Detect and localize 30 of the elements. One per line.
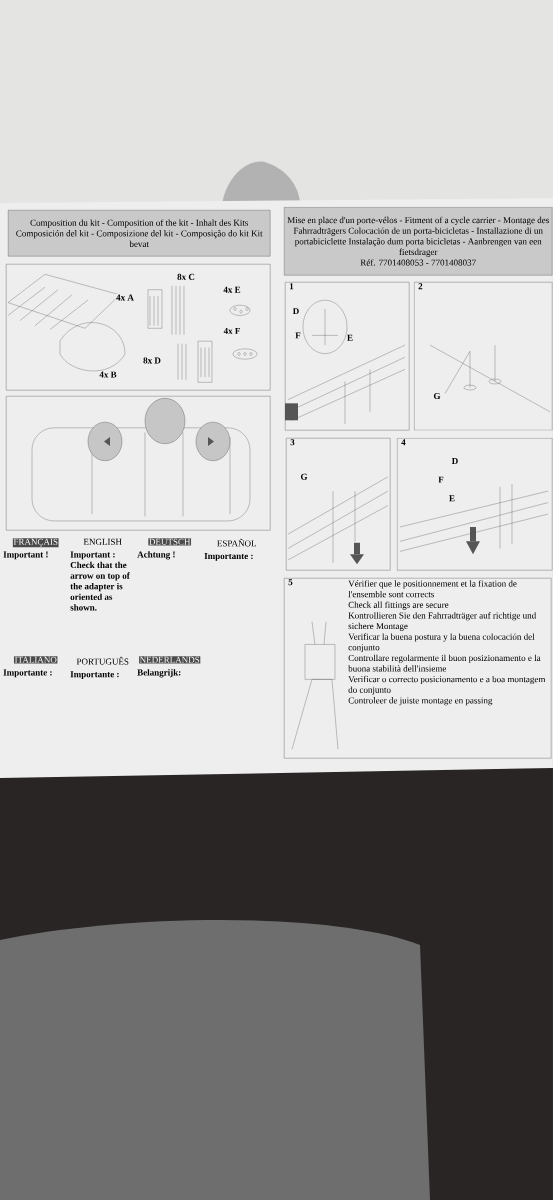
node-label: Important !: [3, 551, 48, 560]
node-label: Importante :: [3, 669, 52, 678]
part-label: F: [437, 476, 445, 484]
part-label: 4x E: [222, 286, 242, 294]
language-column: FRANÇAIS Important !: [3, 538, 59, 560]
language-column: ENGLISH Important : Check that the arrow on top of the adapter is oriented as shown.: [70, 538, 130, 611]
language-column: PORTUGUÊS Importante :: [70, 656, 130, 680]
step-panel: 5 Vérifier que le positionnement et la fixation de l'ensemble sont corrects Check all fittings are secure Kontrollieren Sie den Fahrradträger auf richtige und sichere Montage Verificar la buena postura y la buena colocación del conjunto Controllare regolarmente il buon posizionamento e la buona stabilità dell'insieme Verificar o correcto posicionamento e a boa montagem do conjunto Controleer de juiste montage en passing: [284, 578, 552, 759]
part-label: 8x D: [142, 356, 162, 364]
part-label: 4x B: [98, 371, 118, 379]
part-label: G: [433, 392, 441, 400]
part-label: 4x F: [223, 327, 241, 335]
part-label: E: [346, 334, 354, 342]
illustration-panel: [6, 264, 271, 391]
part-label: G: [300, 473, 308, 481]
part-label: D: [451, 457, 459, 465]
part-label: D: [292, 307, 300, 315]
node-label: Belangrijk:: [137, 669, 181, 678]
language-column: ITALIANO Importante :: [3, 656, 58, 678]
part-label: E: [448, 494, 456, 502]
node-label: Achtung !: [137, 551, 175, 560]
heading-box: Mise en place d'un porte-vélos - Fitment of a cycle carrier - Montage des Fahrradträgers Colocación de un porta-bicicletas - Installazione di un portabiciclette Instalação dum porta bicicletas - Aanbrengen van een fietsdrager Réf. 7701408053 - 7701408037: [284, 207, 553, 276]
part-label: 4x A: [115, 293, 135, 301]
language-column: NEDERLANDS Belangrijk:: [137, 656, 201, 678]
language-column: DEUTSCH Achtung !: [137, 538, 192, 560]
heading-box: Composition du kit - Composition of the kit - Inhalt des Kits Composición del kit - Composizione del kit - Composição do kit Kit bevat: [8, 210, 271, 257]
part-label: F: [294, 331, 302, 339]
part-label: 8x C: [176, 273, 196, 281]
language-column: ESPAÑOL Importante :: [204, 538, 258, 561]
illustration-panel: [6, 396, 271, 531]
